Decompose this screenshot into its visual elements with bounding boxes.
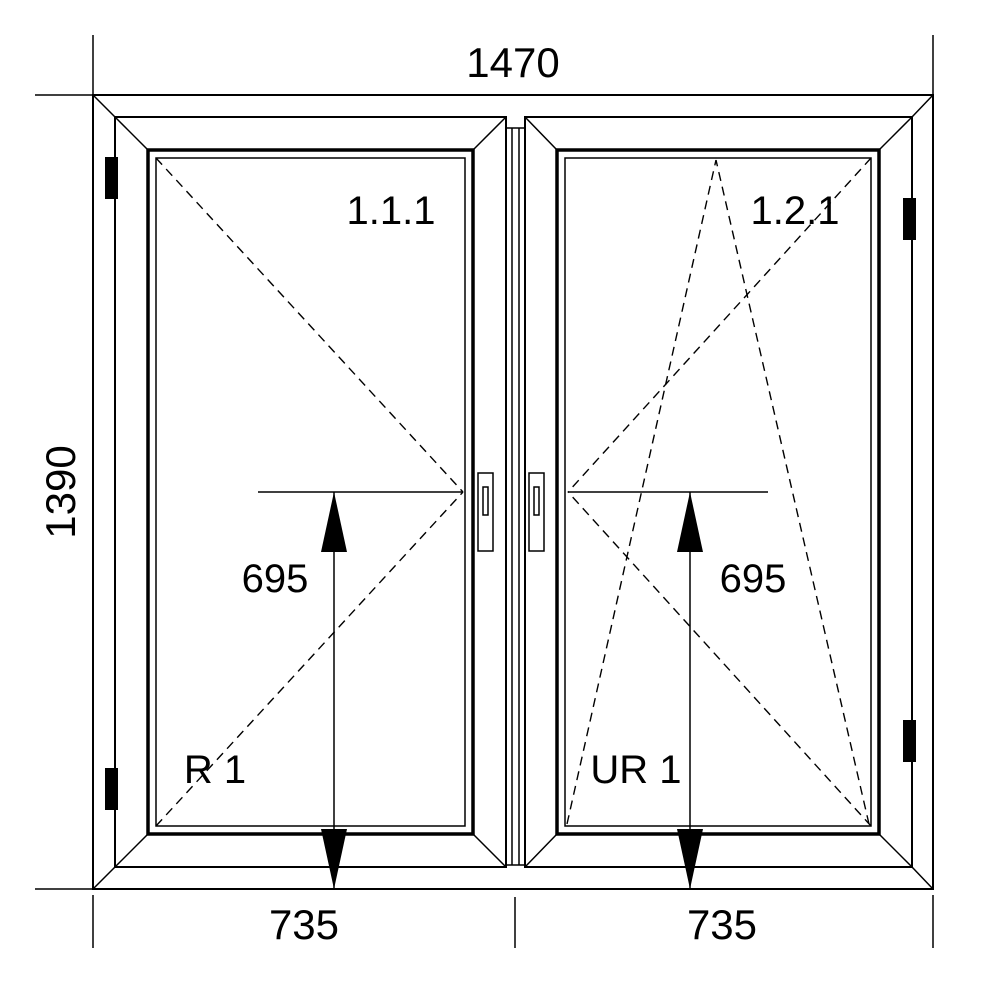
total-height-label: 1390 xyxy=(37,445,84,538)
left-hinge-bottom-icon xyxy=(105,768,118,810)
dimension-lines xyxy=(35,35,934,948)
left-sash-width-label: 735 xyxy=(269,901,339,948)
left-opening-type: R 1 xyxy=(184,748,246,792)
left-glass-bead xyxy=(146,148,475,836)
frame-outer-edge xyxy=(92,94,934,890)
left-handle-icon xyxy=(477,472,494,552)
right-handle-height-dimension xyxy=(568,491,768,889)
left-handle-height-dimension xyxy=(258,491,463,889)
left-sash-id: 1.1.1 xyxy=(347,189,436,233)
right-sash-outline xyxy=(524,116,913,868)
left-handle-height-label: 695 xyxy=(242,557,309,601)
meeting-stile xyxy=(505,117,526,867)
right-glass-pane xyxy=(564,157,872,827)
left-sash xyxy=(105,116,507,889)
right-hinge-bottom-icon xyxy=(903,720,916,762)
total-width-label: 1470 xyxy=(466,39,559,86)
left-opening-line-top xyxy=(155,157,464,493)
right-opening-type: UR 1 xyxy=(590,748,681,792)
right-tilt-line-left xyxy=(566,159,717,825)
left-glass-pane xyxy=(155,157,466,827)
left-hinge-top-icon xyxy=(105,157,118,199)
right-glass-bead xyxy=(555,148,881,836)
right-handle-height-label: 695 xyxy=(720,557,787,601)
right-tilt-line-right xyxy=(715,159,870,825)
right-sash-width-label: 735 xyxy=(687,901,757,948)
right-hinge-top-icon xyxy=(903,198,916,240)
right-turn-line-bottom xyxy=(567,491,872,827)
left-sash-outline xyxy=(114,116,507,868)
right-turn-line-top xyxy=(567,157,872,493)
right-handle-icon xyxy=(528,472,545,552)
left-opening-line-bottom xyxy=(155,491,464,827)
right-sash-id: 1.2.1 xyxy=(751,189,840,233)
right-sash xyxy=(524,116,916,889)
